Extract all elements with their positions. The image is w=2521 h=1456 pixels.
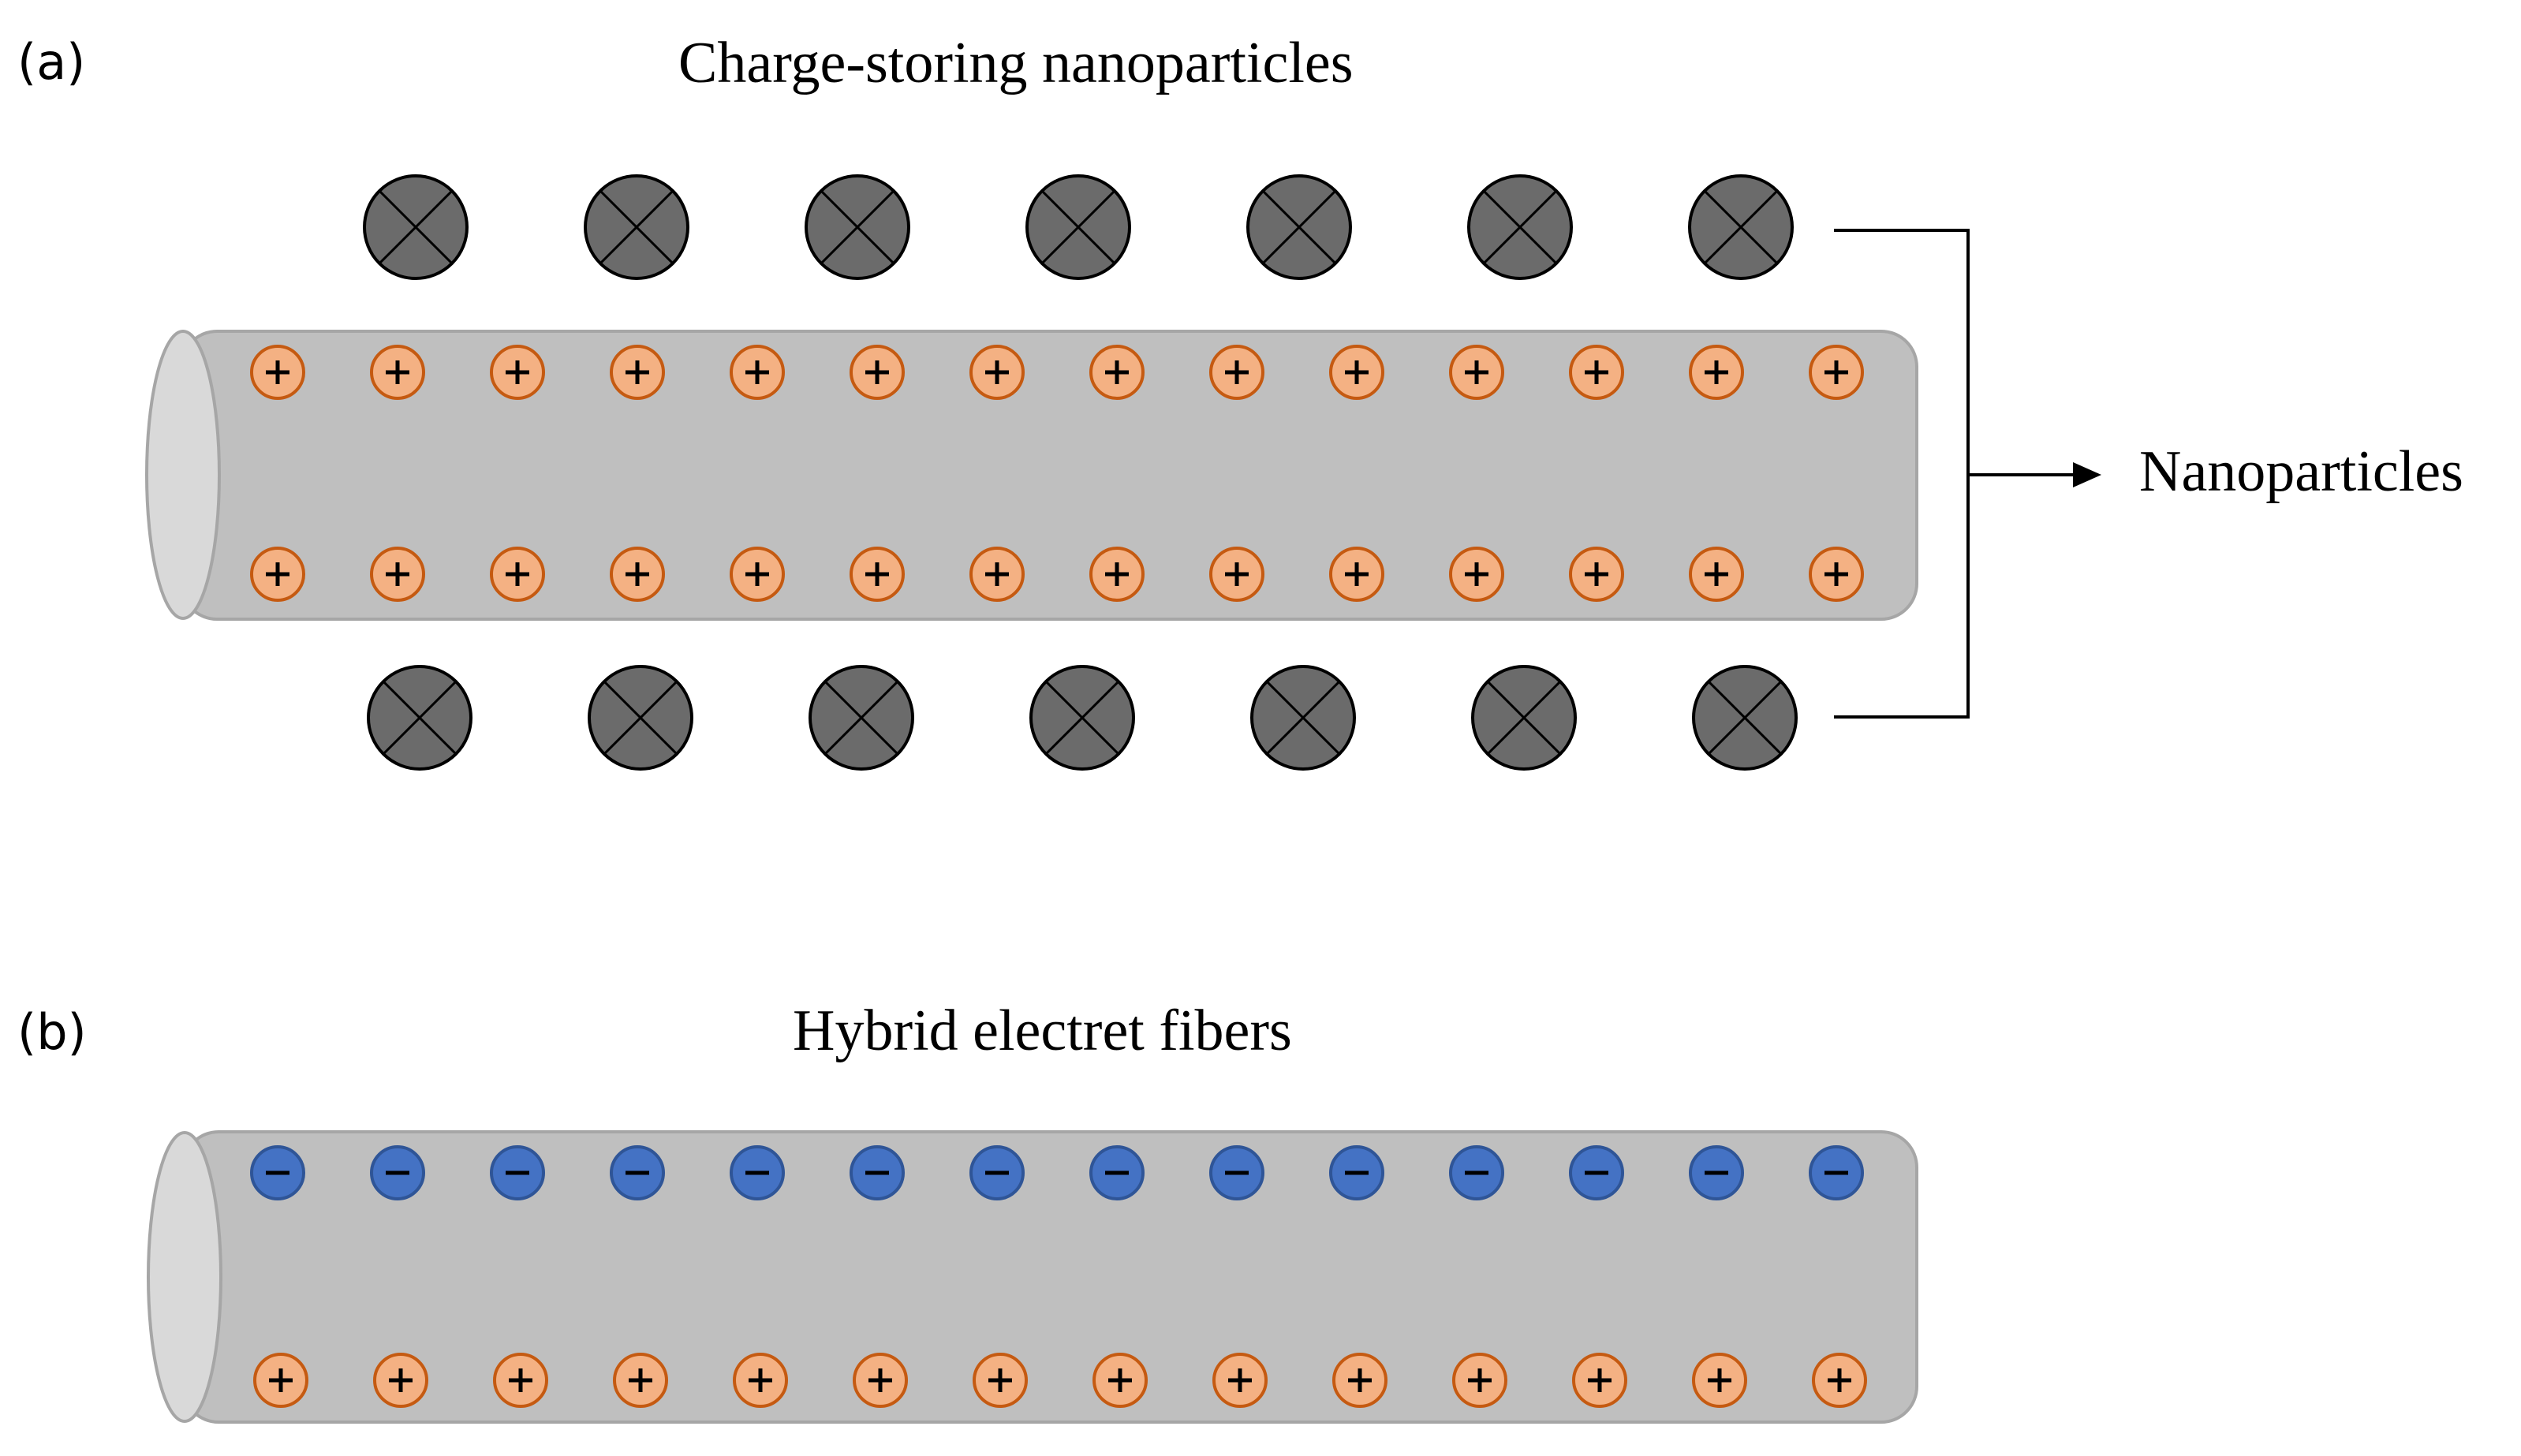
- fiber-b-bottom-positive-charge: [733, 1353, 788, 1408]
- fiber-b-top-negative-charge: [1449, 1145, 1504, 1200]
- fiber-b-top-negative-charge: [1329, 1145, 1384, 1200]
- below-nanoparticle: [1692, 665, 1798, 771]
- fiber-b-bottom-positive-charge: [1332, 1353, 1387, 1408]
- fiber-b-top-negative-charge: [1089, 1145, 1145, 1200]
- fiber-a-top-positive-charge: [370, 345, 425, 400]
- fiber-b-body: [181, 1130, 1918, 1424]
- fiber-a-top-positive-charge: [1209, 345, 1264, 400]
- fiber-b-top-negative-charge: [1209, 1145, 1264, 1200]
- fiber-b-bottom-positive-charge: [1212, 1353, 1268, 1408]
- fiber-a-bottom-positive-charge: [850, 547, 905, 602]
- fiber-a-bottom-positive-charge: [1449, 547, 1504, 602]
- fiber-a: [145, 330, 1918, 621]
- panel-b-label: (b): [17, 1003, 87, 1061]
- above-nanoparticle: [1467, 174, 1573, 280]
- above-nanoparticle: [1025, 174, 1131, 280]
- fiber-a-top-positive-charge: [1089, 345, 1145, 400]
- fiber-b-top-negative-charge: [490, 1145, 545, 1200]
- fiber-b-top-negative-charge: [1569, 1145, 1624, 1200]
- fiber-a-top-charge-row: [250, 345, 1864, 400]
- below-nanoparticle: [1471, 665, 1577, 771]
- fiber-a-bottom-positive-charge: [490, 547, 545, 602]
- fiber-a-bottom-positive-charge: [1569, 547, 1624, 602]
- fiber-b-bottom-positive-charge: [1092, 1353, 1148, 1408]
- fiber-a-top-positive-charge: [730, 345, 785, 400]
- below-nanoparticle: [1029, 665, 1135, 771]
- fiber-a-top-positive-charge: [1569, 345, 1624, 400]
- fiber-a-bottom-positive-charge: [730, 547, 785, 602]
- fiber-b-bottom-positive-charge: [1812, 1353, 1867, 1408]
- fiber-a-top-positive-charge: [1449, 345, 1504, 400]
- fiber-a-bottom-charge-row: [250, 547, 1864, 602]
- fiber-a-top-positive-charge: [490, 345, 545, 400]
- fiber-b-bottom-positive-charge: [1692, 1353, 1747, 1408]
- nanoparticle-row-below: [367, 665, 1798, 771]
- nanoparticles-callout-bracket: [1834, 229, 2101, 719]
- above-nanoparticle: [805, 174, 910, 280]
- panel-a-title: Charge-storing nanoparticles: [678, 31, 1354, 95]
- fiber-a-end-cap: [145, 330, 221, 620]
- fiber-a-top-positive-charge: [969, 345, 1025, 400]
- above-nanoparticle: [1688, 174, 1794, 280]
- fiber-b-bottom-charge-row: [253, 1353, 1867, 1408]
- above-nanoparticle: [1246, 174, 1352, 280]
- above-nanoparticle: [363, 174, 469, 280]
- fiber-b-top-negative-charge: [850, 1145, 905, 1200]
- fiber-a-bottom-positive-charge: [1089, 547, 1145, 602]
- fiber-a-top-positive-charge: [1809, 345, 1864, 400]
- fiber-a-bottom-positive-charge: [1809, 547, 1864, 602]
- panel-a-label: (a): [17, 33, 86, 91]
- fiber-b-bottom-positive-charge: [253, 1353, 308, 1408]
- fiber-a-top-positive-charge: [610, 345, 665, 400]
- fiber-b: [147, 1130, 1918, 1424]
- fiber-a-bottom-positive-charge: [1209, 547, 1264, 602]
- fiber-b-top-negative-charge: [969, 1145, 1025, 1200]
- fiber-b-bottom-positive-charge: [1452, 1353, 1507, 1408]
- fiber-b-end-cap: [147, 1131, 222, 1423]
- fiber-b-bottom-positive-charge: [973, 1353, 1028, 1408]
- below-nanoparticle: [1250, 665, 1356, 771]
- below-nanoparticle: [809, 665, 914, 771]
- fiber-b-top-negative-charge: [1809, 1145, 1864, 1200]
- fiber-b-top-negative-charge: [730, 1145, 785, 1200]
- fiber-a-bottom-positive-charge: [610, 547, 665, 602]
- above-nanoparticle: [584, 174, 689, 280]
- fiber-b-top-negative-charge: [610, 1145, 665, 1200]
- below-nanoparticle: [588, 665, 693, 771]
- fiber-a-top-positive-charge: [1329, 345, 1384, 400]
- fiber-a-bottom-positive-charge: [1689, 547, 1744, 602]
- fiber-b-top-negative-charge: [370, 1145, 425, 1200]
- fiber-b-bottom-positive-charge: [1572, 1353, 1627, 1408]
- below-nanoparticle: [367, 665, 472, 771]
- fiber-a-top-positive-charge: [1689, 345, 1744, 400]
- fiber-b-bottom-positive-charge: [373, 1353, 428, 1408]
- fiber-a-top-positive-charge: [250, 345, 305, 400]
- fiber-a-bottom-positive-charge: [250, 547, 305, 602]
- fiber-a-top-positive-charge: [850, 345, 905, 400]
- panel-b-title: Hybrid electret fibers: [793, 999, 1292, 1063]
- nanoparticle-row-above: [363, 174, 1794, 280]
- fiber-a-body: [180, 330, 1918, 621]
- fiber-b-top-charge-row: [250, 1145, 1864, 1200]
- fiber-b-top-negative-charge: [1689, 1145, 1744, 1200]
- fiber-b-bottom-positive-charge: [613, 1353, 668, 1408]
- fiber-a-bottom-positive-charge: [370, 547, 425, 602]
- fiber-b-bottom-positive-charge: [853, 1353, 908, 1408]
- fiber-a-bottom-positive-charge: [1329, 547, 1384, 602]
- fiber-b-top-negative-charge: [250, 1145, 305, 1200]
- fiber-a-bottom-positive-charge: [969, 547, 1025, 602]
- nanoparticles-callout-label: Nanoparticles: [2139, 439, 2463, 504]
- fiber-b-bottom-positive-charge: [493, 1353, 548, 1408]
